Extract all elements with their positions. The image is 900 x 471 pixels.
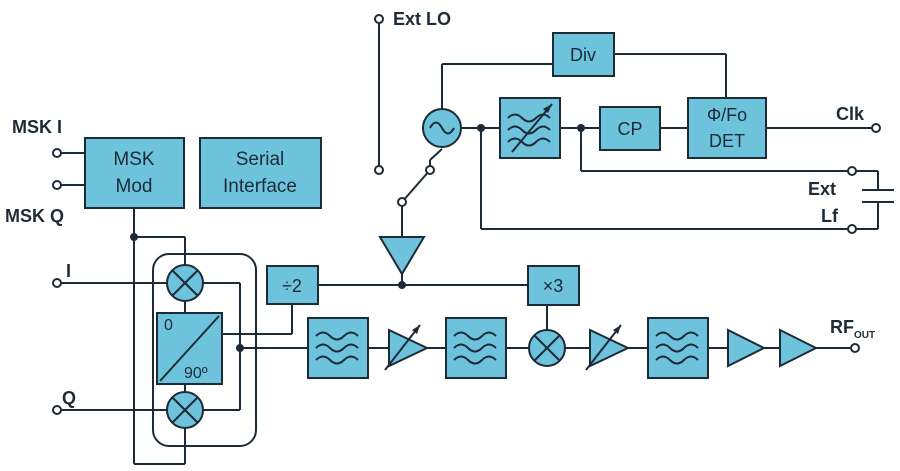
junction-dots <box>130 124 585 352</box>
msk-mod-block: MSK Mod <box>84 137 185 209</box>
rf-filter-1 <box>307 317 369 379</box>
vco <box>422 108 462 148</box>
serial-label-1: Serial <box>236 149 285 170</box>
multiply-by-3-label: ×3 <box>543 276 564 296</box>
port-label-msk-q: MSK Q <box>5 206 64 226</box>
pfd-label-2: DET <box>709 131 745 151</box>
variable-attenuator-1 <box>384 324 430 371</box>
charge-pump-block: CP <box>599 106 661 151</box>
phase-shifter-block: 0 90º <box>156 312 223 385</box>
rf-filter-3 <box>647 317 709 379</box>
multiply-by-3-block: ×3 <box>527 265 580 306</box>
upconversion-mixer <box>528 329 566 367</box>
tunable-filter-pll <box>499 97 561 159</box>
serial-label-2: Interface <box>223 176 297 197</box>
divide-by-2-label: ÷2 <box>282 276 302 296</box>
rf-filter-2 <box>445 317 507 379</box>
wiring <box>57 19 894 465</box>
port-label-ext: Ext <box>808 179 836 199</box>
port-label-i: I <box>66 261 71 281</box>
phase-0-label: 0 <box>164 317 173 334</box>
phase-frequency-detector-block: Φ/Fo DET <box>687 97 767 159</box>
pin-switch-ext <box>374 165 384 175</box>
msk-mod-label-1: MSK <box>113 149 155 170</box>
pins <box>52 14 881 415</box>
port-label-q: Q <box>62 388 76 408</box>
pin-ext-lf-bottom <box>847 224 857 234</box>
phase-90-label: 90º <box>184 365 208 382</box>
mixer-i <box>166 264 204 302</box>
pin-ext-lf-top <box>847 166 857 176</box>
pin-i <box>52 278 62 288</box>
msk-mod-label-2: Mod <box>116 176 153 197</box>
div-label: Div <box>570 45 596 65</box>
pin-switch-int <box>425 165 435 175</box>
pin-switch-common <box>397 197 407 207</box>
port-label-clk: Clk <box>836 104 865 124</box>
port-label-msk-i: MSK I <box>12 117 62 137</box>
div-block: Div <box>552 32 615 77</box>
pin-msk-i <box>52 148 62 158</box>
pin-clk <box>871 123 881 133</box>
port-label-lf: Lf <box>821 206 839 226</box>
pfd-label-1: Φ/Fo <box>707 105 747 125</box>
rf-amplifier-2 <box>779 328 819 368</box>
port-label-ext-lo: Ext LO <box>393 9 451 29</box>
rf-amplifier-1 <box>727 328 767 368</box>
variable-attenuator-2 <box>585 324 631 371</box>
port-label-rf-out: RFOUT <box>830 317 875 341</box>
pin-msk-q <box>52 180 62 190</box>
charge-pump-label: CP <box>617 119 642 139</box>
lo-buffer-amplifier <box>378 236 426 276</box>
serial-interface-block: Serial Interface <box>199 137 322 209</box>
pin-ext-lo <box>374 14 384 24</box>
pin-q <box>52 405 62 415</box>
iq-modulator-group <box>152 253 257 447</box>
pin-rf-out <box>850 343 860 353</box>
mixer-q <box>166 391 204 429</box>
divide-by-2-block: ÷2 <box>266 265 319 305</box>
